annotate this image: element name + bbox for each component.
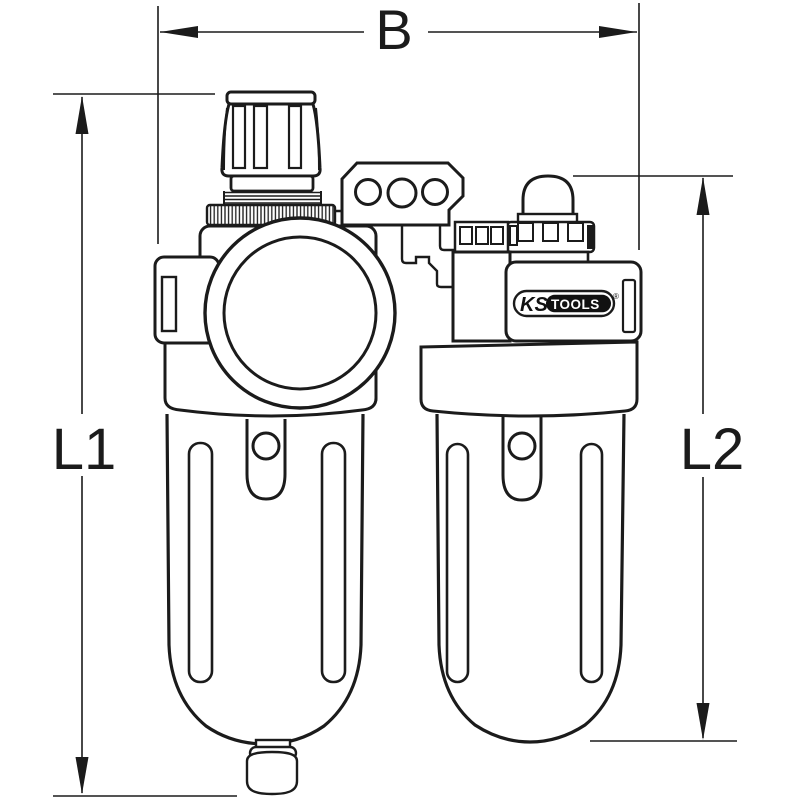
bowl-outline bbox=[435, 413, 626, 744]
arrowhead-down-icon bbox=[696, 703, 710, 740]
logo-registered-mark: ® bbox=[613, 292, 619, 301]
pressure-gauge-face bbox=[222, 235, 378, 391]
sight-slot bbox=[579, 442, 604, 684]
cap-rib-shadow bbox=[587, 225, 594, 249]
knob-cap bbox=[225, 90, 317, 106]
regulator-knob bbox=[205, 90, 337, 227]
dimension-b: B bbox=[157, 0, 640, 250]
sight-slot bbox=[187, 441, 214, 684]
regulator-body bbox=[153, 216, 397, 418]
dimension-label-l2: L2 bbox=[680, 417, 745, 482]
knob-base-rim bbox=[229, 174, 315, 193]
bracket-neck-left bbox=[400, 225, 453, 289]
drain-knob bbox=[245, 750, 299, 796]
bracket-neck-right bbox=[438, 225, 455, 252]
cap-rib bbox=[542, 222, 559, 242]
dimension-l2: L2 bbox=[573, 175, 745, 742]
head-left-block bbox=[451, 250, 512, 343]
tab-hole bbox=[251, 431, 281, 461]
arrowhead-down-icon bbox=[75, 757, 89, 794]
cap-rib bbox=[567, 222, 584, 242]
thread-lines bbox=[224, 191, 321, 207]
cap-rib bbox=[517, 222, 534, 242]
logo-black-box bbox=[546, 294, 611, 313]
knob-body bbox=[220, 102, 322, 178]
mounting-bracket bbox=[332, 161, 465, 289]
dimension-label-b: B bbox=[375, 0, 412, 61]
sight-slot bbox=[445, 442, 470, 684]
dimension-l1: L1 bbox=[52, 93, 237, 797]
bracket-hole bbox=[354, 178, 382, 206]
bowl-tab bbox=[501, 417, 543, 502]
threaded-neck bbox=[223, 191, 322, 207]
bowl-tab bbox=[245, 419, 287, 501]
bowl-outline bbox=[165, 413, 365, 746]
head-slot bbox=[621, 278, 637, 334]
inlet-port-slot bbox=[160, 275, 178, 333]
bowl-collar bbox=[419, 340, 639, 418]
lubricator-head: KS TOOLS ® bbox=[419, 250, 643, 418]
lubricator-top bbox=[453, 174, 596, 254]
tab-hole bbox=[507, 431, 537, 461]
logo-text-tools: TOOLS bbox=[551, 297, 600, 312]
arrowhead-up-icon bbox=[696, 177, 710, 215]
bracket-plate bbox=[340, 161, 465, 227]
fill-cap-ring bbox=[505, 220, 596, 254]
bracket-hole bbox=[386, 177, 418, 209]
arrowhead-left-icon bbox=[160, 26, 198, 38]
dimension-label-l1: L1 bbox=[52, 417, 117, 482]
thread-side bbox=[223, 191, 322, 206]
knob-rib bbox=[252, 104, 269, 170]
dome-cap bbox=[521, 174, 575, 224]
pressure-gauge-outer bbox=[203, 216, 397, 410]
arrowhead-up-icon bbox=[75, 96, 89, 134]
bracket-hole bbox=[421, 178, 449, 206]
logo-text-ks: KS bbox=[520, 294, 548, 316]
knob-rib bbox=[287, 104, 303, 170]
ks-tools-logo: KS TOOLS ® bbox=[512, 289, 619, 318]
sight-window bbox=[490, 226, 504, 245]
drain-valve bbox=[245, 738, 299, 796]
knob-contour bbox=[223, 107, 320, 171]
knob-rib bbox=[231, 104, 247, 170]
sight-slot bbox=[320, 441, 347, 684]
sight-window bbox=[475, 226, 489, 245]
sight-window bbox=[459, 226, 473, 245]
lubricator-bowl bbox=[435, 413, 626, 744]
filter-bowl bbox=[165, 413, 365, 796]
arrowhead-right-icon bbox=[599, 26, 637, 38]
